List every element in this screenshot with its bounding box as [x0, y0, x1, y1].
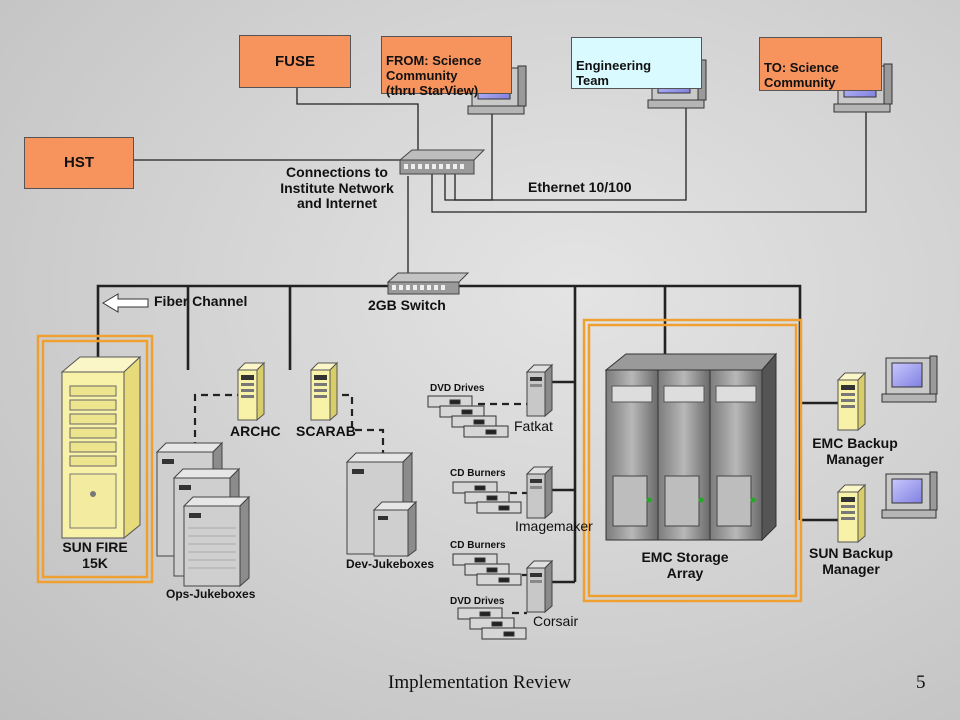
workstation-icon-sun-backup — [881, 471, 938, 519]
fatkat-label: Fatkat — [514, 418, 553, 434]
fiber-channel-label: Fiber Channel — [154, 293, 248, 309]
fuse-label: FUSE — [274, 52, 315, 70]
sun-fire-server-icon — [60, 355, 142, 540]
dvd-drives-stack-2 — [457, 607, 527, 640]
dvd-drives-label-2: DVD Drives — [450, 596, 505, 607]
dev-jukeboxes-label: Dev-Jukeboxes — [346, 557, 435, 571]
cd-burners-label-2: CD Burners — [450, 540, 506, 551]
emc-backup-label: EMC Backup Manager — [812, 435, 898, 467]
engineering-label: Engineering Team — [576, 57, 652, 88]
dev-jukebox-icon-2 — [372, 500, 418, 557]
scarab-label: SCARAB — [296, 423, 356, 439]
ops-jukebox-icon-3 — [182, 495, 251, 588]
to-science-label: TO: Science Community — [764, 59, 839, 90]
switch-2gb-label: 2GB Switch — [368, 297, 446, 313]
cd-burners-stack-1 — [452, 481, 522, 514]
dashed-connections — [193, 393, 527, 615]
emc-storage-label: EMC Storage Array — [641, 549, 729, 581]
scarab-server-icon — [309, 361, 339, 422]
cd-burners-label-1: CD Burners — [450, 468, 506, 479]
ops-jukeboxes-label: Ops-Jukeboxes — [166, 587, 256, 601]
cd-burners-stack-2 — [452, 553, 522, 586]
sun-backup-server-icon — [836, 483, 867, 544]
ethernet-lines — [133, 88, 867, 276]
page-number: 5 — [916, 672, 926, 693]
fiber-channel-arrow — [102, 293, 149, 313]
from-science-box: FROM: Science Community (thru StarView) — [381, 36, 512, 98]
dvd-drives-label-1: DVD Drives — [430, 383, 485, 394]
hst-box: HST — [24, 137, 134, 189]
archc-label: ARCHC — [230, 423, 281, 439]
to-science-box: TO: Science Community — [759, 37, 882, 91]
imagemaker-label: Imagemaker — [515, 518, 593, 534]
sun-backup-label: SUN Backup Manager — [808, 545, 894, 577]
ethernet-switch-icon — [398, 149, 486, 175]
fatkat-server-icon — [525, 363, 554, 418]
corsair-label: Corsair — [533, 613, 579, 629]
from-science-label: FROM: Science Community (thru StarView) — [386, 52, 482, 98]
emc-backup-server-icon — [836, 371, 867, 432]
ethernet-label: Ethernet 10/100 — [528, 179, 632, 195]
highlight-frames — [36, 318, 803, 603]
hst-label: HST — [64, 154, 94, 172]
footer-title: Implementation Review — [388, 672, 572, 693]
imagemaker-server-icon — [525, 465, 554, 520]
archc-server-icon — [236, 361, 266, 422]
sun-fire-label: SUN FIRE 15K — [62, 539, 128, 571]
connections-label: Connections to Institute Network and Int… — [280, 164, 394, 212]
emc-storage-array-icon — [604, 352, 778, 542]
corsair-server-icon — [525, 559, 554, 614]
engineering-box: Engineering Team — [571, 37, 702, 89]
workstation-icon-emc-backup — [881, 355, 938, 403]
dvd-drives-stack-1 — [427, 395, 509, 438]
fuse-box: FUSE — [239, 35, 351, 88]
fiber-switch-icon — [386, 272, 470, 295]
